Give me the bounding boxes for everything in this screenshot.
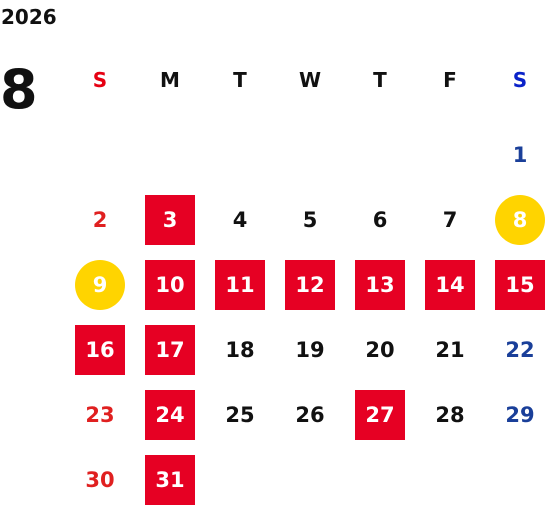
- calendar-month: 8: [0, 58, 38, 121]
- day-number: 18: [225, 337, 255, 362]
- day-cell[interactable]: 15: [485, 252, 548, 317]
- day-number: 24: [145, 389, 195, 440]
- calendar-year: 2026: [1, 5, 57, 29]
- day-cell[interactable]: 28: [415, 382, 485, 447]
- day-cell[interactable]: 5: [275, 187, 345, 252]
- empty-cell: [135, 122, 205, 187]
- day-number: 6: [372, 207, 388, 232]
- day-number: 30: [85, 467, 115, 492]
- weekday-wed: W: [298, 67, 322, 92]
- day-number: 20: [365, 337, 395, 362]
- day-number: 26: [295, 402, 325, 427]
- day-number: 8: [495, 194, 545, 245]
- day-cell[interactable]: 30: [65, 447, 135, 512]
- day-cell[interactable]: 31: [135, 447, 205, 512]
- day-number: 22: [505, 337, 535, 362]
- day-cell[interactable]: 14: [415, 252, 485, 317]
- day-cell[interactable]: 4: [205, 187, 275, 252]
- empty-cell: [65, 122, 135, 187]
- day-number: 15: [495, 259, 545, 310]
- day-number: 21: [435, 337, 465, 362]
- day-cell[interactable]: 1: [485, 122, 548, 187]
- day-cell[interactable]: 22: [485, 317, 548, 382]
- day-number: 5: [302, 207, 318, 232]
- day-number: 27: [355, 389, 405, 440]
- weekday-sun: S: [92, 67, 108, 92]
- day-number: 17: [145, 324, 195, 375]
- weekday-thu: T: [373, 67, 387, 92]
- day-number: 28: [435, 402, 465, 427]
- day-number: 23: [85, 402, 115, 427]
- day-cell[interactable]: 29: [485, 382, 548, 447]
- day-cell[interactable]: 9: [65, 252, 135, 317]
- day-cell[interactable]: 2: [65, 187, 135, 252]
- day-number: 13: [355, 259, 405, 310]
- day-number: 4: [232, 207, 248, 232]
- weekday-sat: S: [512, 67, 528, 92]
- day-cell[interactable]: 25: [205, 382, 275, 447]
- day-cell[interactable]: 21: [415, 317, 485, 382]
- day-number: 10: [145, 259, 195, 310]
- day-number: 16: [75, 324, 125, 375]
- weekday-fri: F: [443, 67, 457, 92]
- day-number: 19: [295, 337, 325, 362]
- empty-cell: [205, 122, 275, 187]
- day-number: 11: [215, 259, 265, 310]
- weekday-mon: M: [160, 67, 180, 92]
- day-number: 7: [442, 207, 458, 232]
- day-cell[interactable]: 11: [205, 252, 275, 317]
- day-cell[interactable]: 27: [345, 382, 415, 447]
- day-cell[interactable]: 3: [135, 187, 205, 252]
- day-number: 29: [505, 402, 535, 427]
- day-cell[interactable]: 12: [275, 252, 345, 317]
- day-number: 12: [285, 259, 335, 310]
- day-number: 14: [425, 259, 475, 310]
- day-number: 1: [512, 142, 528, 167]
- day-cell[interactable]: 17: [135, 317, 205, 382]
- day-number: 25: [225, 402, 255, 427]
- day-number: 9: [75, 259, 125, 310]
- day-cell[interactable]: 6: [345, 187, 415, 252]
- empty-cell: [415, 122, 485, 187]
- day-number: 2: [92, 207, 108, 232]
- empty-cell: [275, 122, 345, 187]
- day-number: 3: [145, 194, 195, 245]
- day-cell[interactable]: 16: [65, 317, 135, 382]
- day-cell[interactable]: 8: [485, 187, 548, 252]
- day-cell[interactable]: 13: [345, 252, 415, 317]
- day-cell[interactable]: 24: [135, 382, 205, 447]
- weekday-tue: T: [233, 67, 247, 92]
- day-cell[interactable]: 10: [135, 252, 205, 317]
- day-cell[interactable]: 19: [275, 317, 345, 382]
- day-cell[interactable]: 18: [205, 317, 275, 382]
- day-cell[interactable]: 20: [345, 317, 415, 382]
- day-cell[interactable]: 23: [65, 382, 135, 447]
- day-cell[interactable]: 7: [415, 187, 485, 252]
- empty-cell: [345, 122, 415, 187]
- day-number: 31: [145, 454, 195, 505]
- day-cell[interactable]: 26: [275, 382, 345, 447]
